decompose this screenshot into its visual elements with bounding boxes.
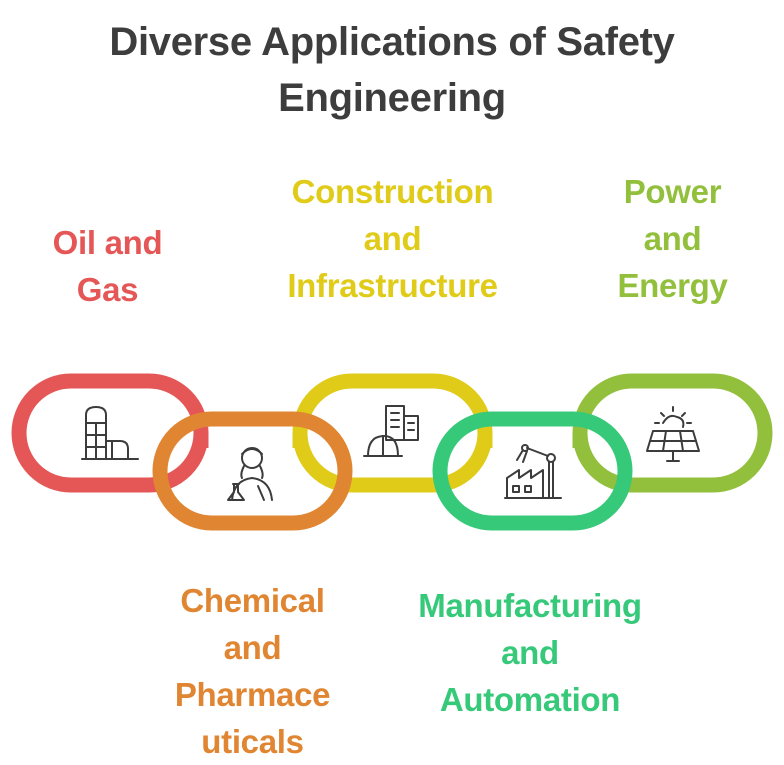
label-line: Pharmace <box>174 676 331 713</box>
label-line: Infrastructure <box>287 267 498 304</box>
title-line-2: Engineering <box>278 76 506 120</box>
hardhat-building-icon <box>363 405 419 457</box>
solar-panel-sun-icon <box>646 406 700 462</box>
chain-link-chemical <box>152 411 353 531</box>
label-line: Construction <box>291 173 494 210</box>
label-manufacturing: Manufacturing and Automation <box>375 582 685 723</box>
label-line: Gas <box>76 271 139 308</box>
label-line: Power <box>623 173 722 210</box>
title-line-1: Diverse Applications of Safety <box>109 20 675 64</box>
label-line: Automation <box>439 681 621 718</box>
label-oil-gas: Oil and Gas <box>20 219 195 313</box>
label-line: Energy <box>617 267 728 304</box>
page-title: Diverse Applications of Safety Engineeri… <box>40 14 744 126</box>
scientist-flask-icon <box>227 447 273 501</box>
label-line: Oil and <box>52 224 163 261</box>
label-construction: Construction and Infrastructure <box>245 168 540 309</box>
factory-robot-arm-icon <box>504 444 562 499</box>
label-power-energy: Power and Energy <box>590 168 755 309</box>
label-line: Manufacturing <box>418 587 642 624</box>
label-line: and <box>501 634 559 671</box>
label-line: uticals <box>201 723 304 760</box>
label-line: and <box>643 220 702 257</box>
chain-link-manufacturing <box>432 411 633 531</box>
refinery-tank-icon <box>81 406 139 460</box>
label-chemical: Chemical and Pharmace uticals <box>145 577 360 765</box>
label-line: and <box>363 220 422 257</box>
label-line: and <box>223 629 282 666</box>
label-line: Chemical <box>180 582 325 619</box>
